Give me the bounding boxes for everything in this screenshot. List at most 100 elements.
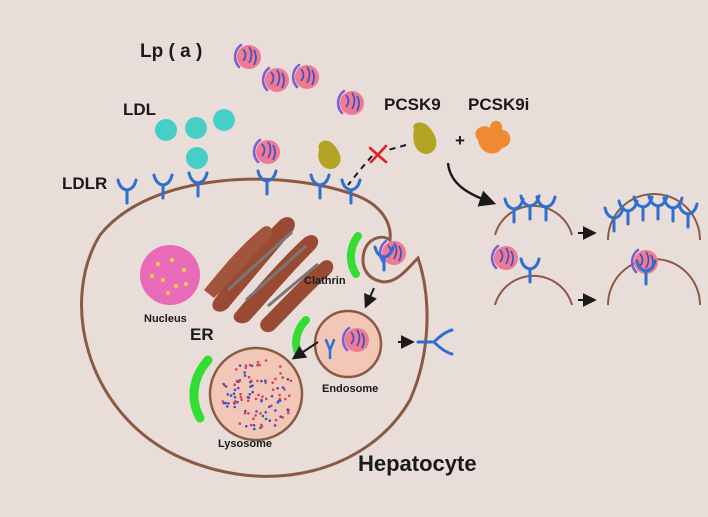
ldl-particle [155,119,177,141]
ldlr-receptor [662,196,684,223]
lpa-label: Lp ( a ) [140,41,202,62]
pcsk9i-label: PCSK9i [468,95,529,114]
nucleus-chromatin [150,258,188,295]
degradation-fragment [271,388,275,392]
ldlr-receptor [503,197,525,224]
degradation-fragment [289,379,293,383]
degradation-fragment [279,365,282,368]
ldl-label: LDL [123,100,156,119]
degradation-fragment [255,410,258,413]
membrane-before-lpa [494,274,573,306]
degradation-fragment [249,423,253,427]
lpa-bound-receptor [252,138,282,166]
degradation-fragment [245,424,248,428]
degradation-fragment [226,393,230,396]
degradation-fragment [277,399,281,403]
membrane-before-inhibition [494,204,573,236]
lysosome-clathrin [189,355,213,423]
degradation-fragment [247,412,250,415]
lpa-particle [490,244,520,272]
clathrin-label: Clathrin [304,275,346,287]
ldlr-label: LDLR [62,174,107,193]
hepatocyte-membrane [80,177,429,478]
endoplasmic-reticulum [204,217,334,333]
degradation-fragment [279,415,283,419]
degradation-fragment [239,395,243,399]
degradation-fragment [273,424,277,427]
degradation-fragment [288,394,291,398]
hepatocyte-label: Hepatocyte [358,451,477,476]
degradation-fragment [283,388,286,391]
degradation-fragment [254,397,258,401]
lysosome-label: Lysosome [218,438,272,450]
degradation-fragment [248,393,252,396]
degradation-fragment [281,376,285,379]
degradation-fragment [222,382,225,386]
degradation-fragment [244,366,248,370]
degradation-fragment [261,414,265,418]
degradation-fragment [243,412,247,415]
degradation-fragment [261,395,264,398]
degradation-fragment [240,398,243,402]
degradation-fragment [254,414,257,417]
degradation-fragment [252,424,256,427]
degradation-fragment [260,379,263,383]
endocytosis-arrow [364,287,377,309]
ldlr-receptor [519,257,541,284]
nucleus [140,245,200,305]
ldlr-receptor [256,169,278,196]
degradation-fragment [243,371,246,374]
degradation-fragment [264,397,268,401]
degradation-fragment [257,393,260,397]
lysosome-degradation-fragments [221,359,293,431]
degradation-fragment [260,423,263,427]
degradation-fragment [264,359,268,362]
degradation-fragment [236,386,240,390]
degradation-fragment [233,395,237,399]
degradation-fragment [284,397,287,401]
degradation-fragment [238,422,242,425]
degradation-fragment [248,363,252,367]
lysosome [208,346,304,442]
degradation-fragment [224,401,227,405]
degradation-fragment [278,393,281,397]
ldl-particle [213,109,235,131]
degradation-fragment [281,416,285,419]
degradation-fragment [260,398,263,402]
degradation-fragment [258,363,261,367]
degradation-fragment [251,390,254,394]
degradation-fragment [256,379,259,383]
lpa-particle [336,89,366,117]
degradation-fragment [226,405,229,408]
degradation-fragment [276,387,280,390]
degradation-fragment [274,409,277,412]
degradation-fragment [235,379,239,383]
ldlr-receptor [535,195,557,222]
degradation-fragment [246,399,250,403]
ldl-particle [186,147,208,169]
degradation-fragment [235,368,238,371]
degradation-fragment [264,417,268,421]
ldlr-in-endosome [324,338,336,360]
ldlr-receptor [603,206,625,233]
degradation-fragment [239,392,242,396]
degradation-fragment [238,379,241,383]
lpa-particle [233,43,263,71]
degradation-fragment [274,418,278,422]
degradation-fragment [259,412,262,415]
inhibitor-effect-arrow [446,162,497,207]
degradation-fragment [267,405,271,409]
lpa-particle [261,66,291,94]
ldlr-receptor [677,202,699,229]
degradation-fragment [247,396,251,399]
degradation-fragment [233,383,236,387]
degradation-fragment [236,400,239,404]
degradation-fragment [286,377,290,381]
degradation-fragment [244,364,248,367]
lpa-particle [291,63,321,91]
degradation-fragment [256,360,260,364]
degradation-fragment [264,379,267,383]
degradation-fragment [238,364,242,367]
degradation-fragment [247,375,251,379]
